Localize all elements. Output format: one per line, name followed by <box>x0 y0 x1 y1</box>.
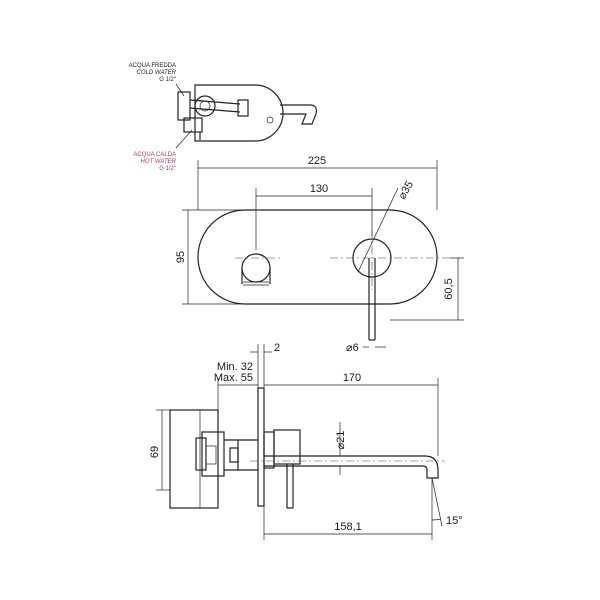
cartridge-body <box>201 431 225 477</box>
dim-min-depth: Min. 32 <box>217 361 253 373</box>
perspective-view: ACQUA FREDDA COLD WATER G 1/2" ACQUA CAL… <box>129 63 317 172</box>
cold-water-label-en: COLD WATER <box>137 70 177 76</box>
side-view: 2 Min. 32 Max. 55 170 ⌀21 69 158,1 15° <box>149 342 463 540</box>
hot-water-label-it: ACQUA CALDA <box>133 152 176 158</box>
dim-plate-thickness: 2 <box>274 342 280 354</box>
handle-side <box>273 429 301 465</box>
hot-water-label-en: HOT WATER <box>141 159 177 165</box>
front-view: 225 130 ⌀35 95 60,5 ⌀6 <box>175 155 464 354</box>
cold-water-label-it: ACQUA FREDDA <box>129 63 176 69</box>
dim-spout-angle: 15° <box>446 515 463 527</box>
front-plate-side <box>257 387 265 507</box>
front-plate <box>197 209 438 305</box>
dim-spout-dia: ⌀21 <box>335 431 347 450</box>
dim-body-height: 69 <box>149 446 161 458</box>
dim-spout-projection: 158,1 <box>334 521 362 533</box>
dim-handle-dia: ⌀35 <box>396 179 416 201</box>
spout-side <box>264 455 439 479</box>
wall-box <box>169 409 219 509</box>
dim-plate-height: 95 <box>175 251 187 263</box>
dim-width-total: 225 <box>308 155 326 167</box>
cold-water-thread: G 1/2" <box>159 77 176 83</box>
dim-handle-spacing: 130 <box>310 183 328 195</box>
dim-spout-length: 170 <box>343 372 361 384</box>
hot-water-thread: G 1/2" <box>159 166 176 172</box>
dim-center-height: 60,5 <box>443 278 455 299</box>
dim-lever-dia: ⌀6 <box>346 342 359 354</box>
dim-max-depth: Max. 55 <box>214 372 253 384</box>
